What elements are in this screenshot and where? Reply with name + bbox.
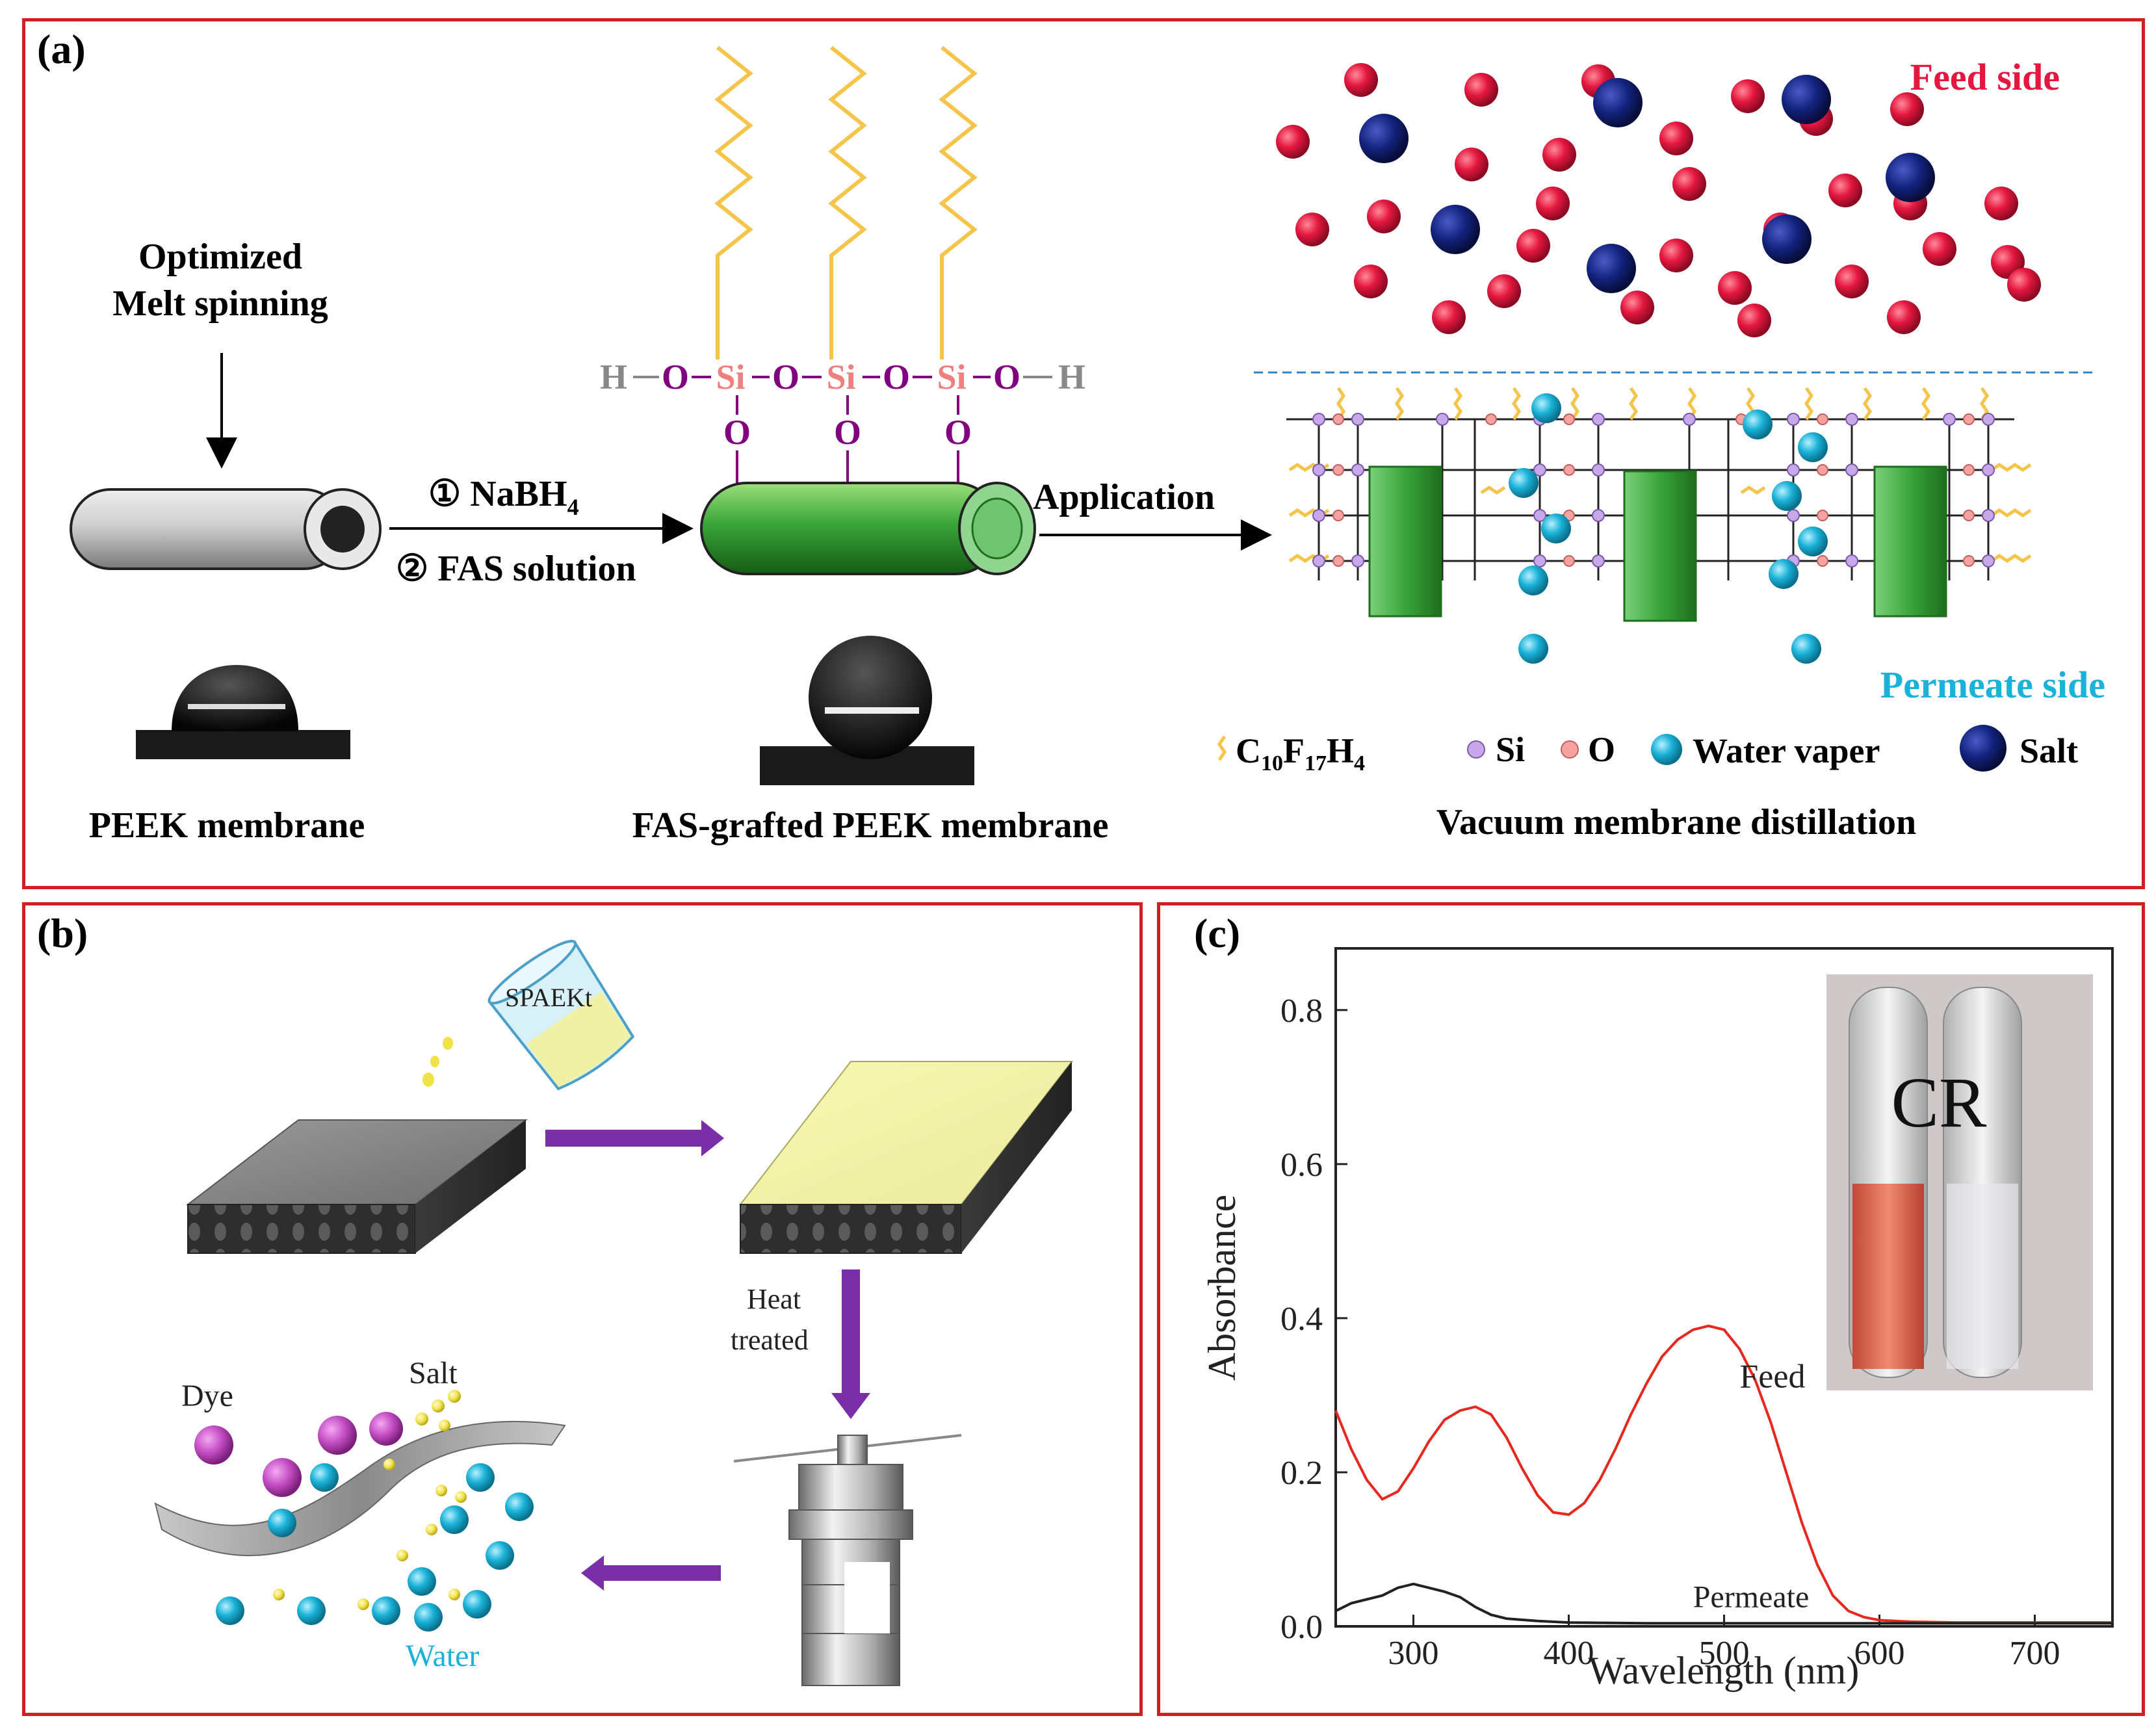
y-tick-label: 0.4 bbox=[1280, 1301, 1323, 1338]
svg-text:O: O bbox=[993, 358, 1020, 397]
substrate-plate bbox=[186, 1119, 528, 1254]
arrow-left bbox=[581, 1555, 721, 1591]
series-line-permeate bbox=[1335, 1582, 2112, 1625]
peek-tube bbox=[70, 488, 382, 570]
svg-text:Si: Si bbox=[937, 358, 966, 397]
series bbox=[1334, 1324, 2112, 1625]
svg-text:Si: Si bbox=[716, 358, 745, 397]
o-legend-icon bbox=[1561, 740, 1579, 759]
inset-text: CR bbox=[1891, 1063, 1987, 1142]
y-tick-label: 0.6 bbox=[1280, 1147, 1323, 1184]
x-tick-label: 500 bbox=[1699, 1635, 1750, 1672]
peek-droplet-image bbox=[136, 665, 350, 759]
caption-peek: PEEK membrane bbox=[89, 805, 365, 846]
heat-line1: Heat bbox=[747, 1283, 801, 1315]
panel-c-label: (c) bbox=[1194, 910, 1241, 956]
siloxane-chain: H O Si O Si O Si O H O O O bbox=[600, 358, 1085, 452]
panel-c: (c) CR 300 400 500 600 700 0.0 0.2 0.4 0.6 0.8 Fe… bbox=[1157, 902, 2145, 1716]
beaker-label: SPAEKt bbox=[505, 983, 592, 1012]
fas-droplet-image bbox=[760, 636, 974, 785]
beaker: SPAEKt bbox=[422, 939, 635, 1091]
inset-vial-photo: CR bbox=[1826, 974, 2093, 1390]
feed-particles bbox=[1276, 63, 2041, 337]
panel-a-diagram: Optimized Melt spinning ① NaBH4 ② FAS so… bbox=[70, 46, 2105, 846]
application-label: Application bbox=[1033, 477, 1215, 517]
y-tick-label: 0.8 bbox=[1280, 993, 1323, 1030]
arrow-down bbox=[831, 1269, 870, 1419]
salt-label: Salt bbox=[409, 1356, 458, 1390]
x-axis-label: Wavelength (nm) bbox=[1589, 1649, 1860, 1692]
legend: C10F17H4 Si O Water vaper Salt bbox=[1217, 725, 2078, 775]
svg-text:Si: Si bbox=[826, 358, 855, 397]
panel-b-label: (b) bbox=[37, 910, 88, 956]
legend-si: Si bbox=[1496, 730, 1525, 769]
arrow-right bbox=[545, 1120, 724, 1156]
salt-legend-icon bbox=[1960, 725, 2007, 772]
y-axis-label: Absorbance bbox=[1201, 1195, 1243, 1381]
svg-text:O: O bbox=[883, 358, 910, 397]
step1-line2: Melt spinning bbox=[112, 283, 328, 324]
fas-legend-icon bbox=[1217, 735, 1227, 761]
panel-a: (a) Optimized Melt spinning ① NaBH4 ② FA… bbox=[22, 18, 2145, 889]
panel-b: (b) SPAEKt bbox=[22, 902, 1143, 1716]
caption-fas: FAS-grafted PEEK membrane bbox=[632, 805, 1108, 846]
water-legend-icon bbox=[1651, 734, 1682, 765]
svg-text:O: O bbox=[944, 413, 972, 452]
svg-text:O: O bbox=[723, 413, 751, 452]
x-tick-label: 300 bbox=[1388, 1635, 1439, 1672]
svg-text:H: H bbox=[1058, 358, 1085, 397]
axes: 300 400 500 600 700 0.0 0.2 0.4 0.6 0.8 bbox=[1280, 993, 2060, 1672]
separation-illustration: Dye Salt Water bbox=[154, 1356, 566, 1673]
panel-a-label: (a) bbox=[37, 26, 86, 72]
heat-line2: treated bbox=[731, 1324, 809, 1356]
reagent1: ① NaBH4 bbox=[428, 474, 579, 520]
dye-label: Dye bbox=[181, 1379, 233, 1413]
legend-fas: C10F17H4 bbox=[1236, 731, 1365, 775]
legend-water: Water vaper bbox=[1693, 731, 1880, 770]
svg-text:O: O bbox=[662, 358, 689, 397]
svg-text:O: O bbox=[772, 358, 799, 397]
x-tick-label: 600 bbox=[1854, 1635, 1905, 1672]
permeate-side-label: Permeate side bbox=[1880, 664, 2105, 706]
legend-salt: Salt bbox=[2020, 731, 2078, 770]
fas-chains bbox=[714, 46, 978, 359]
chain-bonds bbox=[633, 376, 1052, 483]
caption-vmd: Vacuum membrane distillation bbox=[1436, 802, 1916, 842]
x-tick-label: 700 bbox=[2010, 1635, 2060, 1672]
water-label: Water bbox=[406, 1639, 479, 1673]
absorbance-chart: CR 300 400 500 600 700 0.0 0.2 0.4 0.6 0.8 Feed P… bbox=[1201, 947, 2114, 1692]
x-tick-label: 400 bbox=[1544, 1635, 1594, 1672]
reagent2: ② FAS solution bbox=[396, 549, 636, 589]
membrane-lattice bbox=[1286, 387, 2032, 664]
feed-side-label: Feed side bbox=[1910, 56, 2060, 98]
series-line-feed bbox=[1334, 1324, 2112, 1624]
legend-o: O bbox=[1588, 730, 1615, 769]
svg-text:O: O bbox=[834, 413, 861, 452]
y-tick-label: 0.2 bbox=[1280, 1455, 1323, 1492]
feed-label: Feed bbox=[1739, 1359, 1805, 1396]
si-legend-icon bbox=[1467, 740, 1485, 759]
panel-b-diagram: SPAEKt Heat treated bbox=[154, 939, 1074, 1686]
y-tick-label: 0.0 bbox=[1280, 1609, 1323, 1646]
step1-line1: Optimized bbox=[138, 237, 302, 277]
coated-plate bbox=[738, 1061, 1074, 1254]
fas-grafted-tube bbox=[700, 482, 1036, 575]
autoclave bbox=[733, 1434, 962, 1686]
permeate-label: Permeate bbox=[1693, 1580, 1810, 1614]
svg-text:H: H bbox=[600, 358, 627, 397]
